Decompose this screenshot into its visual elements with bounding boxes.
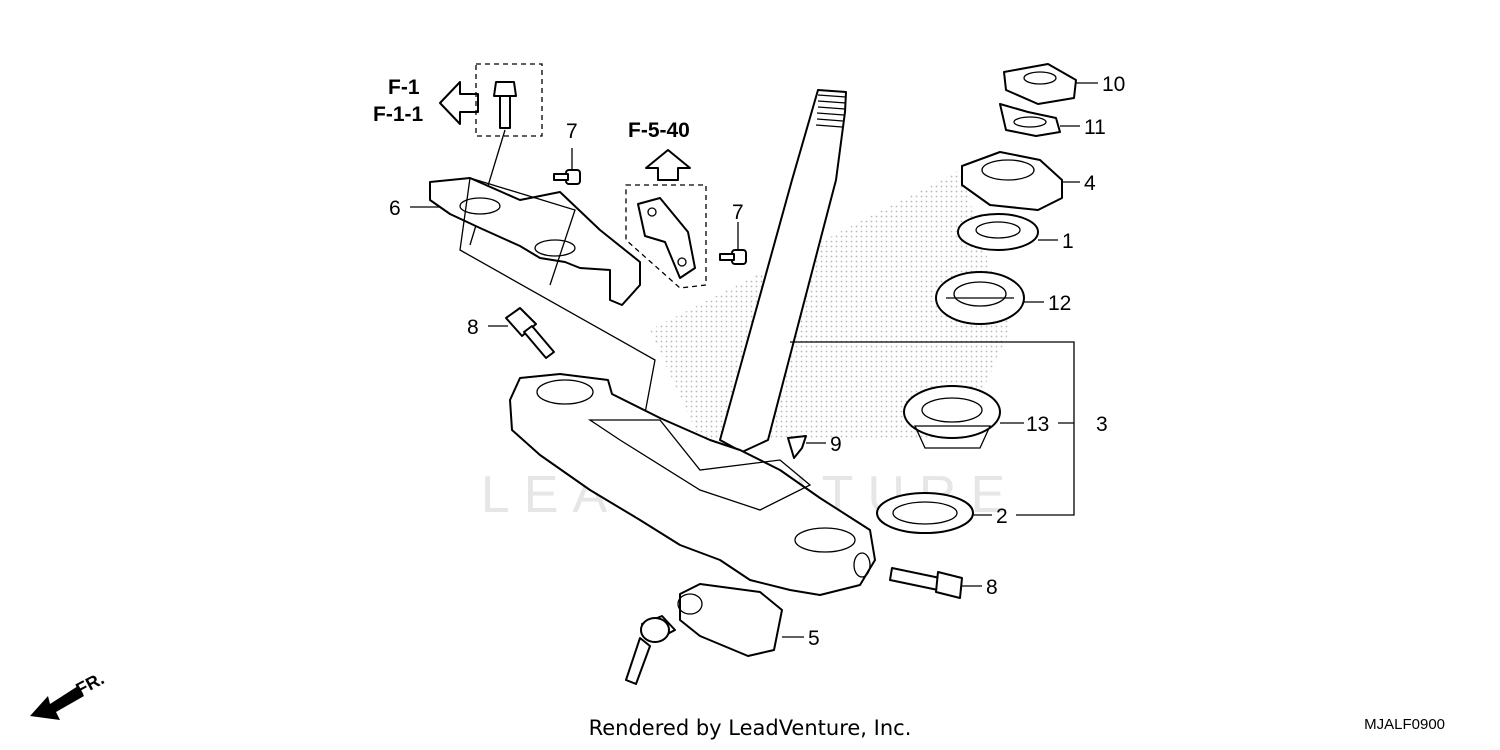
- reference-f540-group: F-5-40: [628, 119, 691, 181]
- steering-stem-shaft[interactable]: [719, 89, 847, 453]
- reference-f1-1[interactable]: F-1-1: [373, 103, 423, 126]
- bracket-part[interactable]: [637, 197, 696, 279]
- callout-7-right[interactable]: 7: [732, 201, 744, 224]
- part-9-screw[interactable]: [787, 435, 807, 459]
- part-3-steering-stem[interactable]: [509, 373, 876, 596]
- footer-credit: Rendered by LeadVenture, Inc.: [588, 716, 912, 740]
- part-12-bearing[interactable]: [935, 271, 1025, 325]
- part-1-dust-seal[interactable]: [957, 213, 1039, 251]
- part-4-adjusting-nut[interactable]: [961, 151, 1063, 211]
- front-arrow-icon: [30, 686, 84, 720]
- callout-8-left[interactable]: 8: [467, 316, 479, 339]
- reference-f1-group: F-1 F-1-1: [373, 76, 479, 126]
- reference-arrow-up-icon: [645, 149, 691, 181]
- part-8-bolt-left[interactable]: [505, 307, 555, 359]
- bracket-dashed-frame: [625, 184, 707, 289]
- callout-3[interactable]: 3: [1096, 413, 1108, 436]
- part-11-lock-washer[interactable]: [999, 103, 1061, 137]
- diagram-code: MJALF0900: [1364, 716, 1445, 733]
- part-10-lock-nut[interactable]: [1003, 63, 1077, 105]
- part-7-screw-b[interactable]: [719, 249, 747, 265]
- callout-6[interactable]: 6: [389, 197, 401, 220]
- callout-1[interactable]: 1: [1062, 230, 1074, 253]
- reference-f1[interactable]: F-1: [388, 76, 420, 99]
- part-2-race[interactable]: [876, 492, 974, 534]
- callout-12[interactable]: 12: [1048, 292, 1071, 315]
- front-direction-marker: FR.: [30, 668, 107, 720]
- callout-10[interactable]: 10: [1102, 73, 1125, 96]
- part-13-bearing[interactable]: [903, 385, 1001, 449]
- callout-2[interactable]: 2: [996, 505, 1008, 528]
- part-7-screw-a[interactable]: [553, 169, 581, 185]
- callout-5[interactable]: 5: [808, 627, 820, 650]
- callout-9[interactable]: 9: [830, 433, 842, 456]
- reference-arrow-left-icon: [439, 81, 479, 125]
- part-8-bolt-right[interactable]: [889, 567, 963, 599]
- callout-4[interactable]: 4: [1084, 172, 1096, 195]
- leader-lines: [410, 82, 1098, 638]
- callout-8-right[interactable]: 8: [986, 576, 998, 599]
- callout-11[interactable]: 11: [1084, 116, 1106, 139]
- callouts: 10 11 4 1 12 13 3 2 8 5 9 6 8 7 7: [389, 73, 1125, 650]
- bolt-dashed-frame: [475, 63, 543, 137]
- part-6-plate[interactable]: [429, 177, 641, 306]
- part-5-ignition-switch[interactable]: [625, 583, 783, 685]
- part-6-bracket-lines: [459, 177, 656, 441]
- callout-7-left[interactable]: 7: [566, 120, 578, 143]
- callout-13[interactable]: 13: [1026, 413, 1049, 436]
- reference-f5-40[interactable]: F-5-40: [628, 119, 690, 142]
